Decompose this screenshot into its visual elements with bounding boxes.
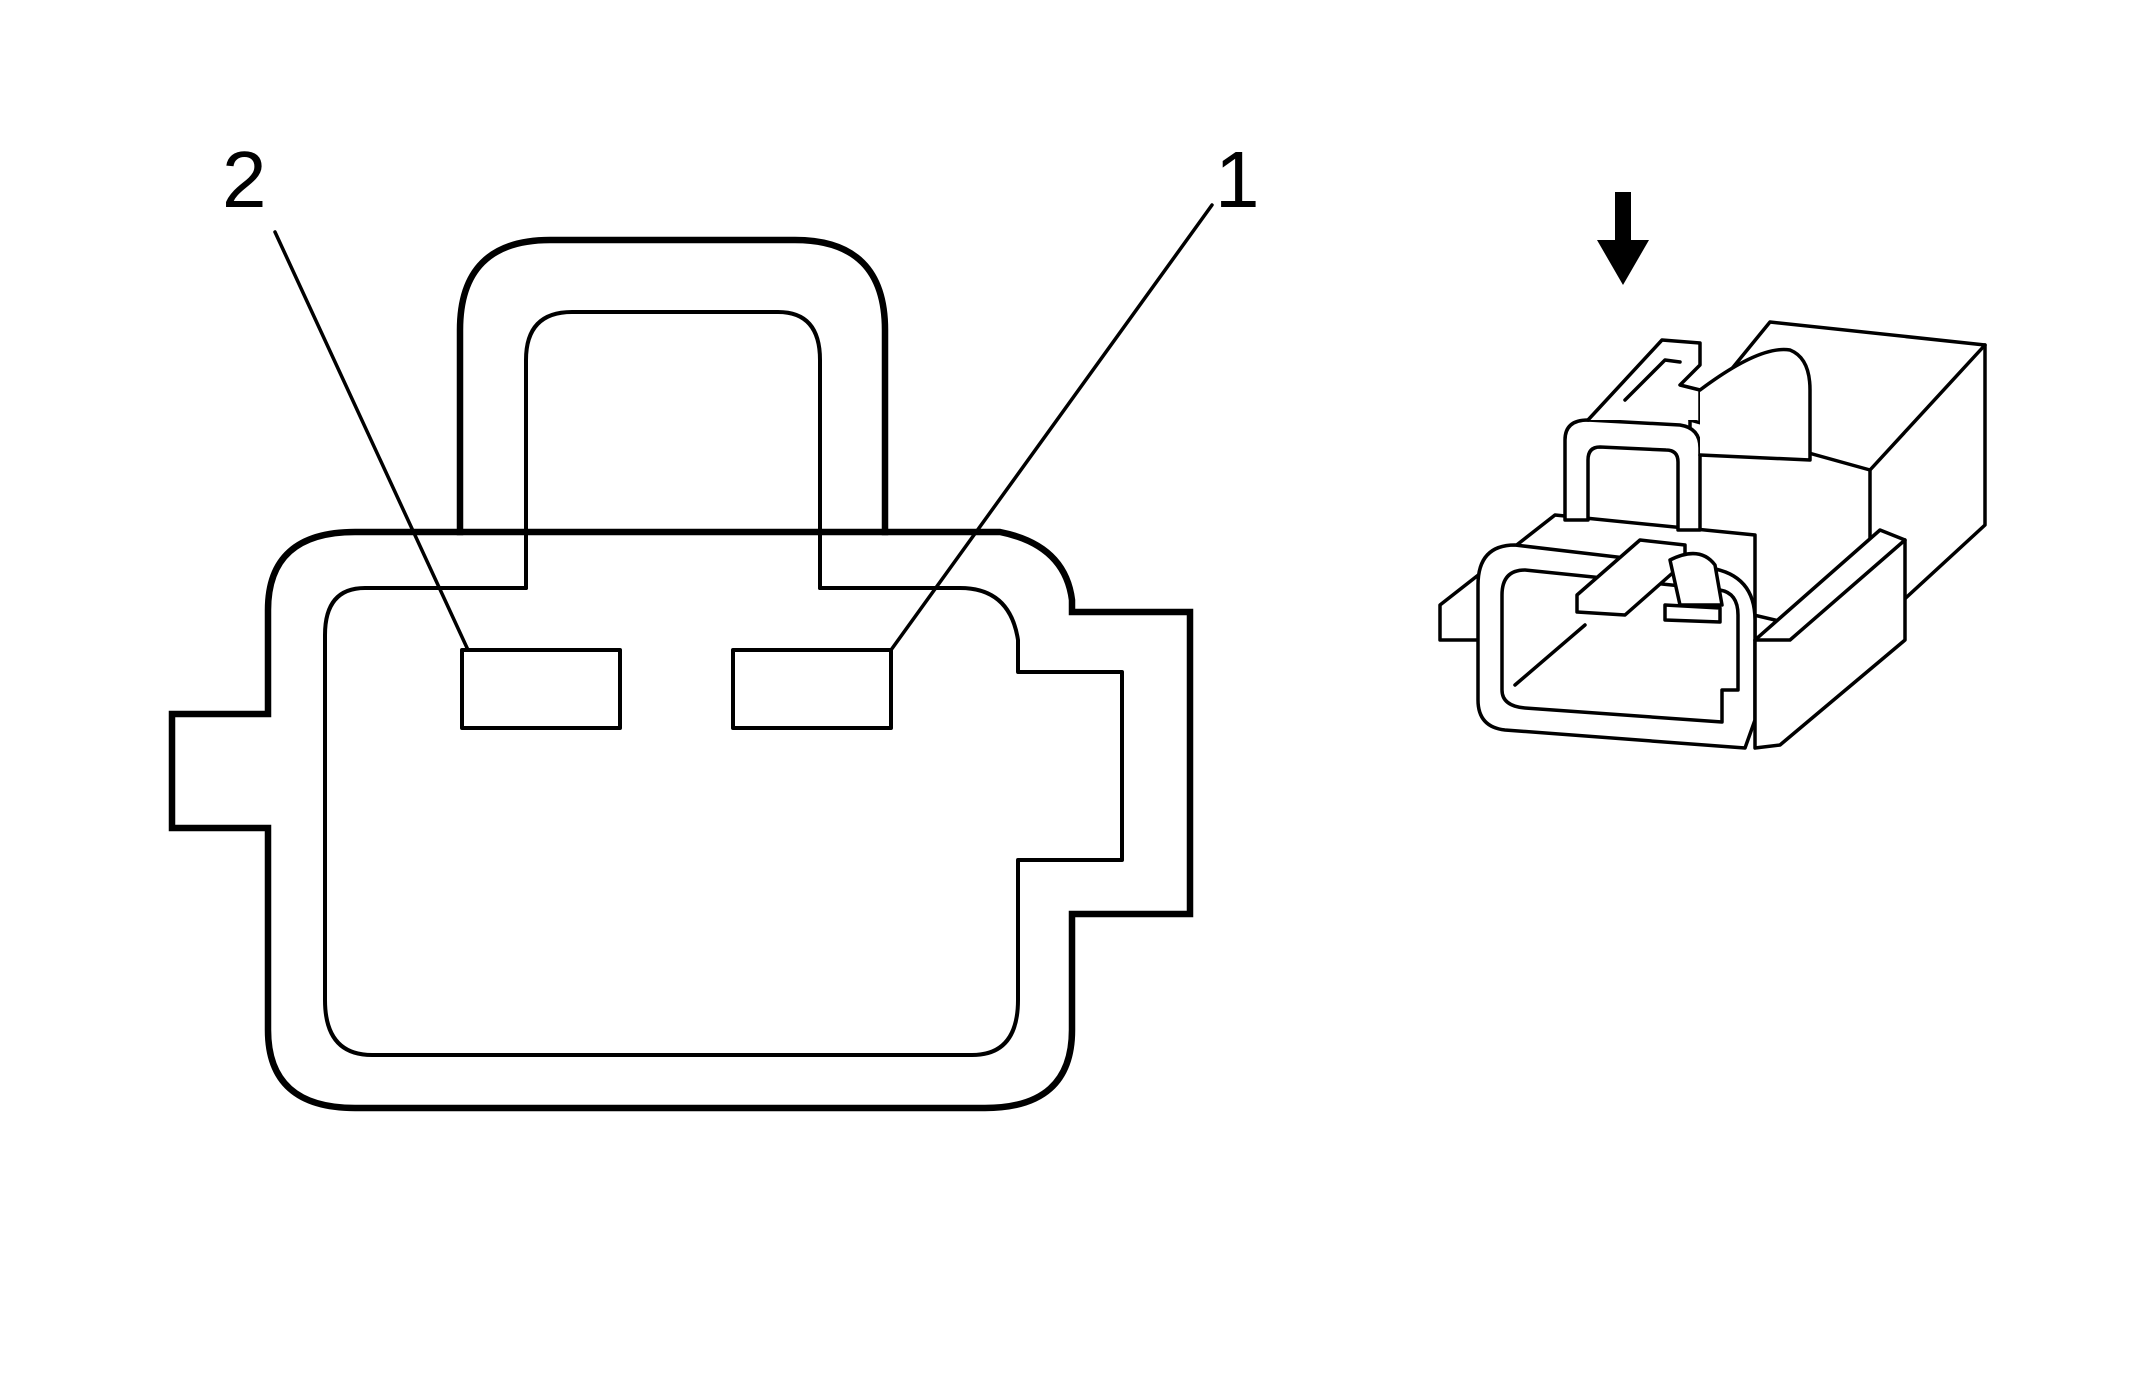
leader-line-2 <box>273 230 470 652</box>
housing-inner <box>323 586 1124 1057</box>
down-arrow-icon <box>1597 192 1649 285</box>
leader-line-1 <box>889 203 1214 652</box>
terminal-2 <box>460 648 622 730</box>
pin-label-2: 2 <box>222 135 267 224</box>
connector-face-view-icon <box>168 203 1214 1112</box>
connector-isometric-icon <box>1438 320 1987 750</box>
latch-inner <box>524 310 822 590</box>
iso-side-wall <box>1753 528 1907 750</box>
housing-outer <box>168 528 1194 1112</box>
pin-label-1: 1 <box>1215 135 1260 224</box>
latch-outer <box>456 236 889 536</box>
iso-latch <box>1563 418 1702 532</box>
terminal-1 <box>731 648 893 730</box>
